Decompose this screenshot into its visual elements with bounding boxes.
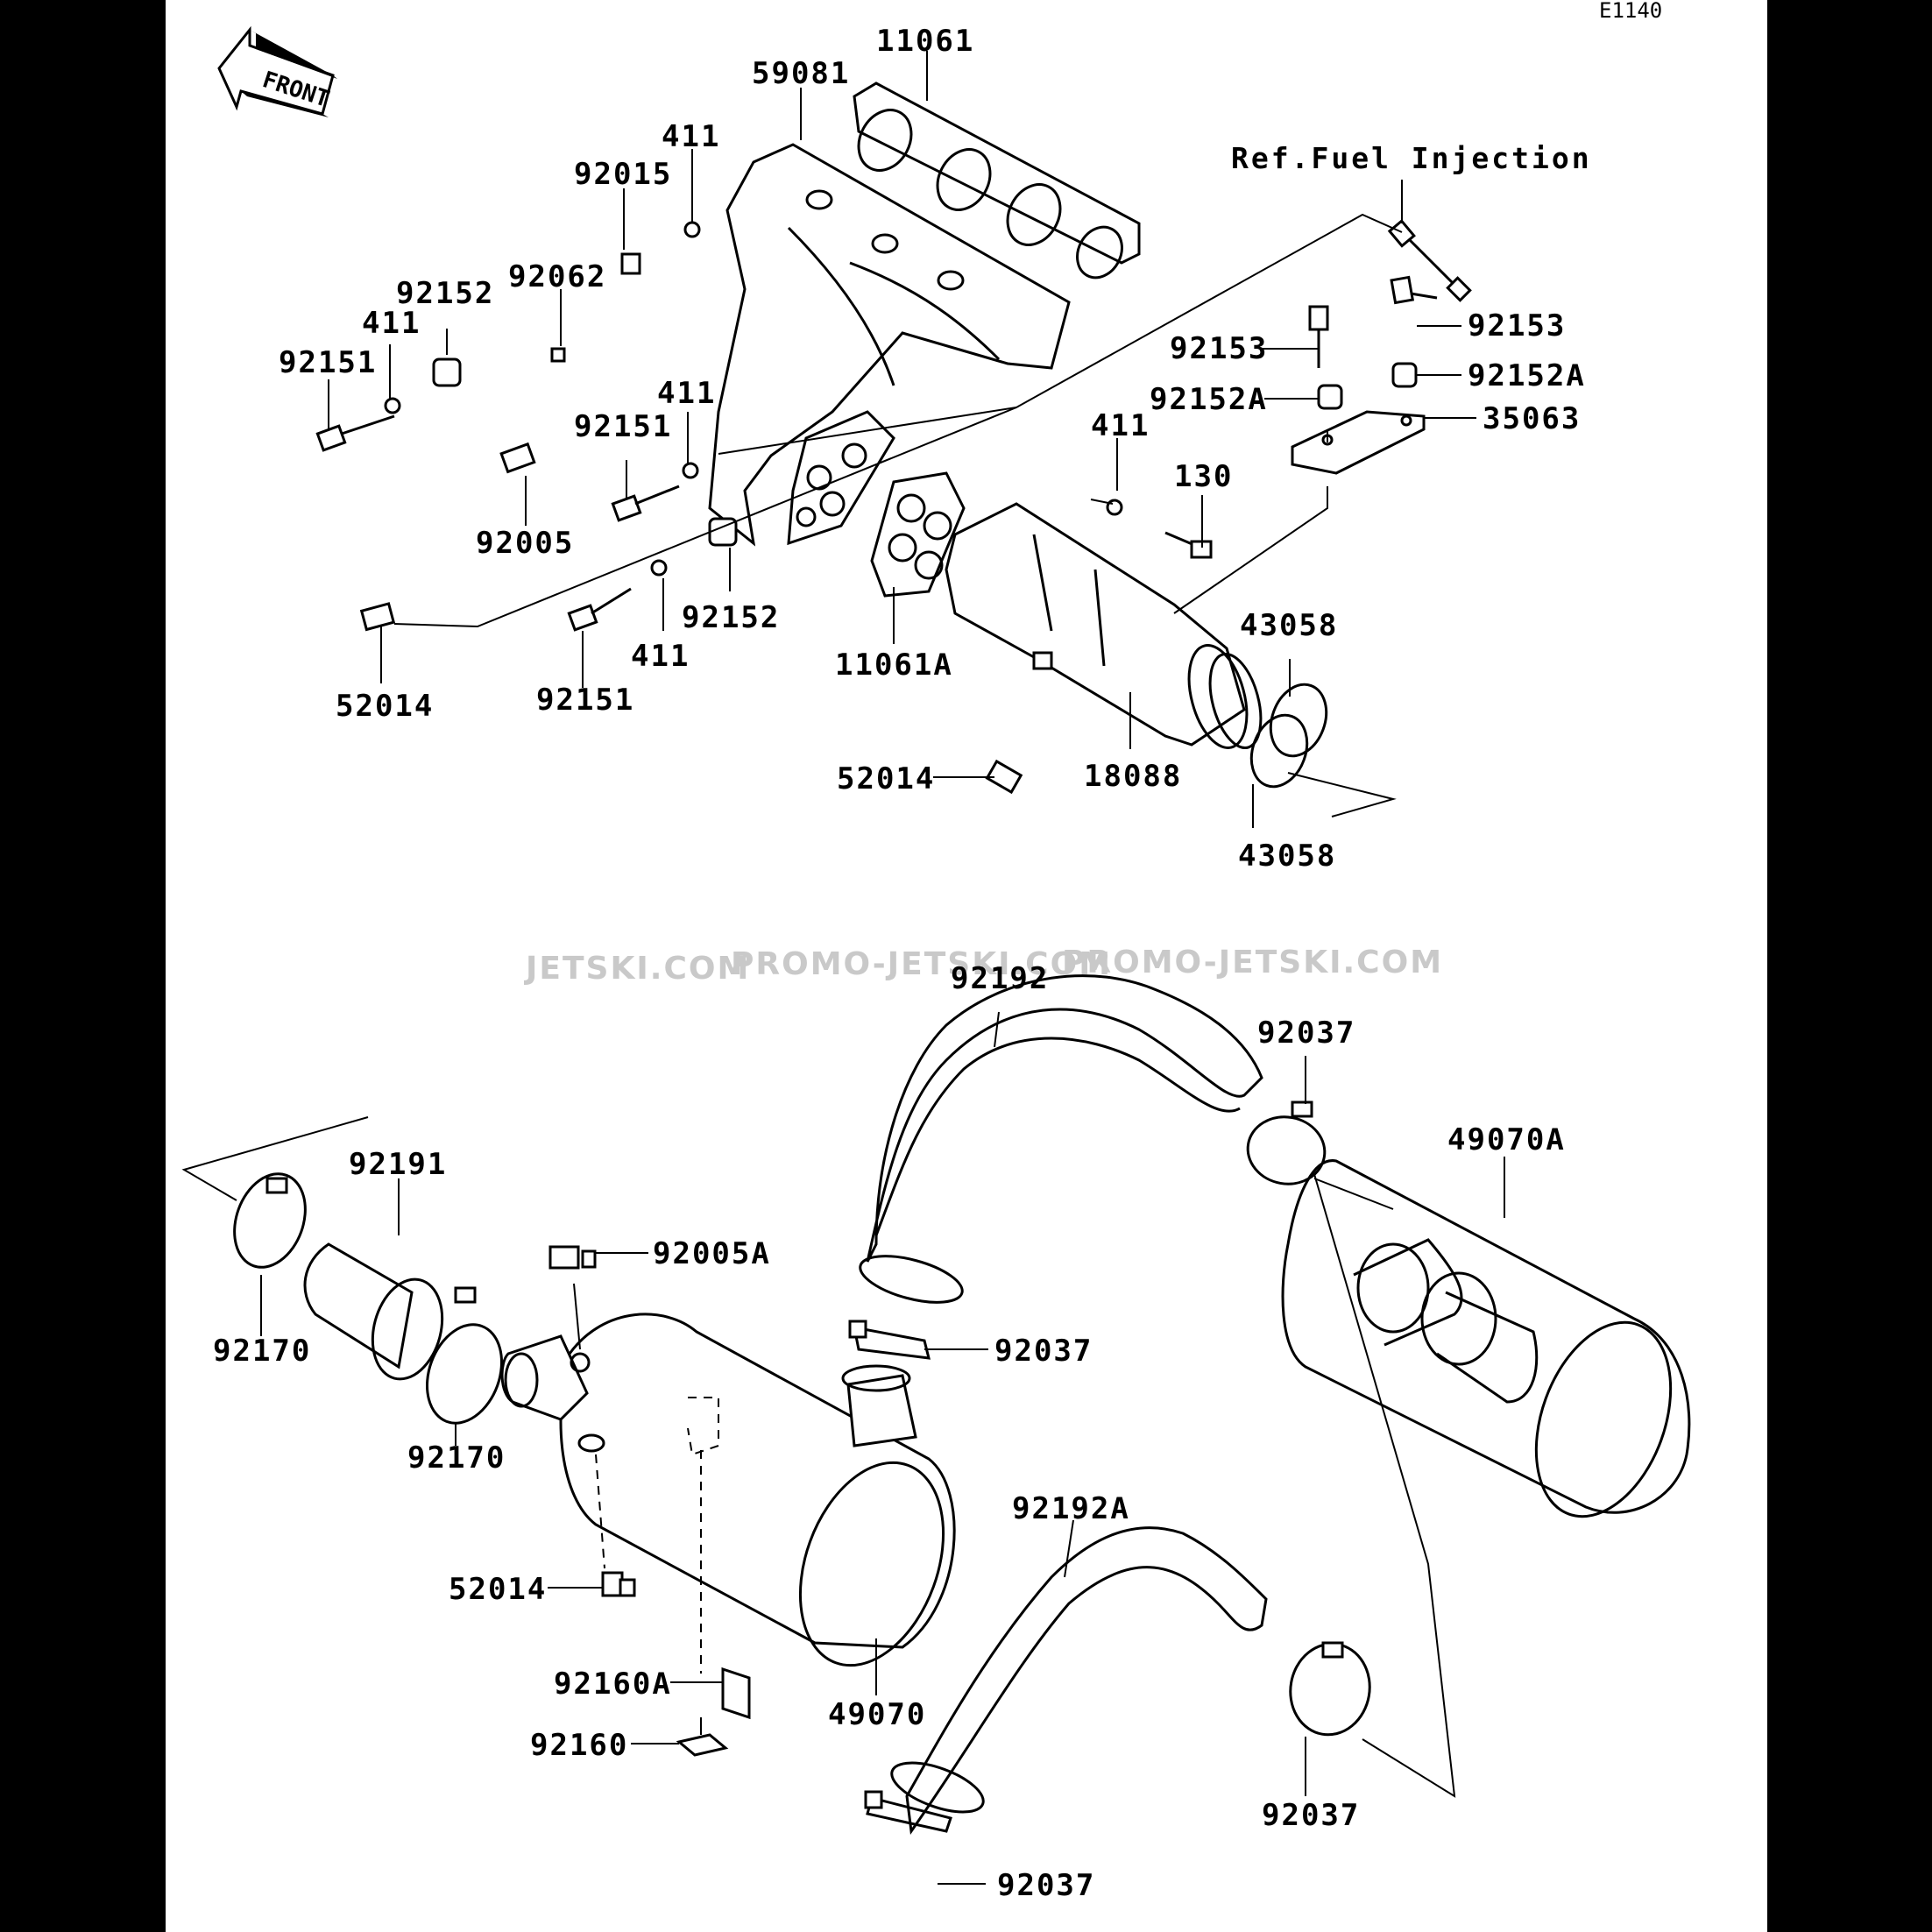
part-label: 52014: [837, 761, 935, 796]
label-tag: [676, 1667, 751, 1757]
flange-gasket: [787, 410, 966, 598]
bolt: [611, 485, 680, 522]
leader-lines: [328, 51, 1476, 828]
part-label: 92151: [536, 683, 634, 718]
part-label: 92192: [951, 961, 1049, 996]
reference-note: Ref.Fuel Injection: [1231, 141, 1592, 175]
part-label: 43058: [1240, 608, 1338, 643]
spacer: [432, 357, 1418, 547]
part-label: 92192A: [1012, 1491, 1130, 1526]
manifold-gasket: [853, 81, 1141, 280]
tail-hose: [859, 974, 1263, 1304]
part-label: 11061A: [835, 648, 953, 683]
part-label: 411: [662, 119, 720, 154]
part-label: 92005: [476, 526, 574, 561]
ring: [1269, 683, 1328, 758]
part-label: 92152A: [1468, 358, 1586, 393]
part-label: 49070A: [1447, 1122, 1566, 1157]
part-label: 411: [362, 306, 421, 341]
part-label: 92153: [1468, 308, 1566, 343]
part-label: 92152A: [1150, 382, 1268, 417]
bracket: [1291, 410, 1426, 475]
bolt: [1308, 305, 1329, 368]
part-label: 52014: [336, 689, 434, 724]
part-label: 92160: [530, 1728, 628, 1763]
part-label: 92152: [682, 600, 780, 635]
part-label: 11061: [876, 24, 974, 59]
part-label: 411: [1091, 408, 1150, 443]
part-label: 35063: [1483, 401, 1581, 436]
part-label: 92160A: [554, 1667, 672, 1702]
watermark: JETSKI.COM: [523, 951, 750, 987]
part-label: 130: [1174, 459, 1233, 494]
part-label: 92037: [997, 1868, 1095, 1903]
muffler: [1281, 1159, 1691, 1518]
part-label: 92151: [574, 409, 672, 444]
ring: [1249, 713, 1309, 789]
part-label: 411: [657, 376, 716, 411]
part-label: 411: [631, 639, 690, 674]
part-labels: 11061 59081 411 92015 92062 92152 411 92…: [213, 24, 1592, 1903]
part-label: 92005A: [653, 1236, 771, 1271]
bolt: [1390, 275, 1438, 305]
part-label: 92151: [279, 345, 377, 380]
washer: [384, 221, 1123, 577]
fuel-injection-wire: [1387, 219, 1472, 302]
bolt: [315, 414, 395, 452]
part-label: 92062: [508, 259, 606, 294]
part-label: 92170: [213, 1334, 311, 1369]
part-label: 92152: [396, 276, 494, 311]
front-arrow-icon: FRONT: [217, 25, 337, 117]
leader-lines: [181, 1011, 1505, 1885]
bolt: [567, 587, 632, 632]
tail-hose: [890, 1526, 1268, 1836]
watermark: PROMO-JETSKI.COM: [1062, 945, 1443, 980]
part-label: 92037: [1262, 1798, 1360, 1833]
elbow-fitting: [548, 1245, 636, 1597]
part-label: 92037: [994, 1334, 1093, 1369]
part-label: 52014: [449, 1572, 547, 1607]
bolt: [1164, 531, 1213, 559]
part-label: 18088: [1084, 759, 1182, 794]
coupling-hose: [303, 1242, 444, 1381]
part-label: 59081: [752, 56, 850, 91]
hose-clamp: [233, 1100, 1371, 1833]
diagram-code: E1140: [1599, 0, 1662, 23]
watermark: PROMO-JETSKI.COM: [731, 946, 1112, 982]
nipple-fitting: [359, 252, 1023, 795]
exhaust-manifold: [708, 143, 1071, 547]
part-label: 92037: [1257, 1016, 1355, 1051]
muffler: [500, 1313, 956, 1667]
exhaust-pipe: [945, 502, 1263, 750]
part-label: 92015: [574, 157, 672, 192]
part-label: 49070: [828, 1697, 926, 1732]
part-label: 92170: [407, 1440, 506, 1476]
part-label: 92191: [349, 1147, 447, 1182]
part-label: 92153: [1170, 331, 1268, 366]
part-label: 43058: [1238, 839, 1336, 874]
